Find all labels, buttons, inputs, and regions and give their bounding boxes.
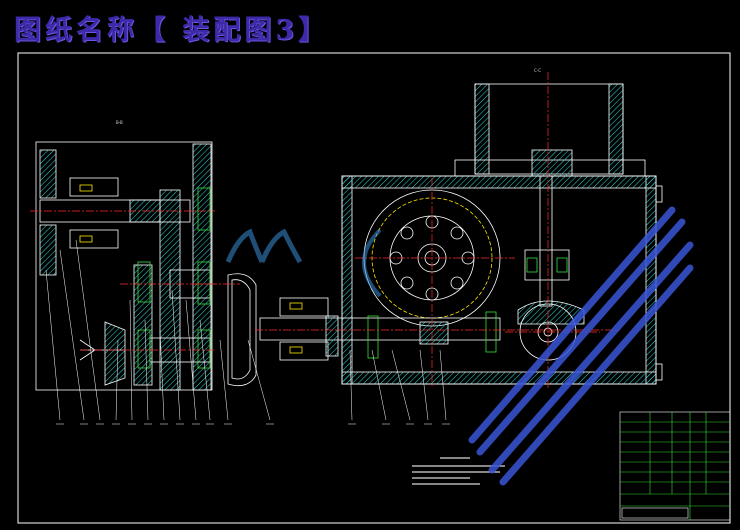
center-lines-left <box>30 210 240 351</box>
view-label-right: C-C <box>534 68 541 73</box>
watermark-text <box>468 206 694 486</box>
drawing-frame <box>17 52 731 524</box>
center-lines-right <box>255 72 620 388</box>
title-block <box>619 411 731 521</box>
drawing-title: 图纸名称【 装配图3】 <box>14 15 330 46</box>
watermark-logo-icon <box>225 228 382 298</box>
right-sectional-view: C-C <box>259 68 663 385</box>
part-leader-lines <box>45 239 447 421</box>
technical-notes <box>412 457 505 485</box>
view-label-left: B-B <box>116 120 123 125</box>
